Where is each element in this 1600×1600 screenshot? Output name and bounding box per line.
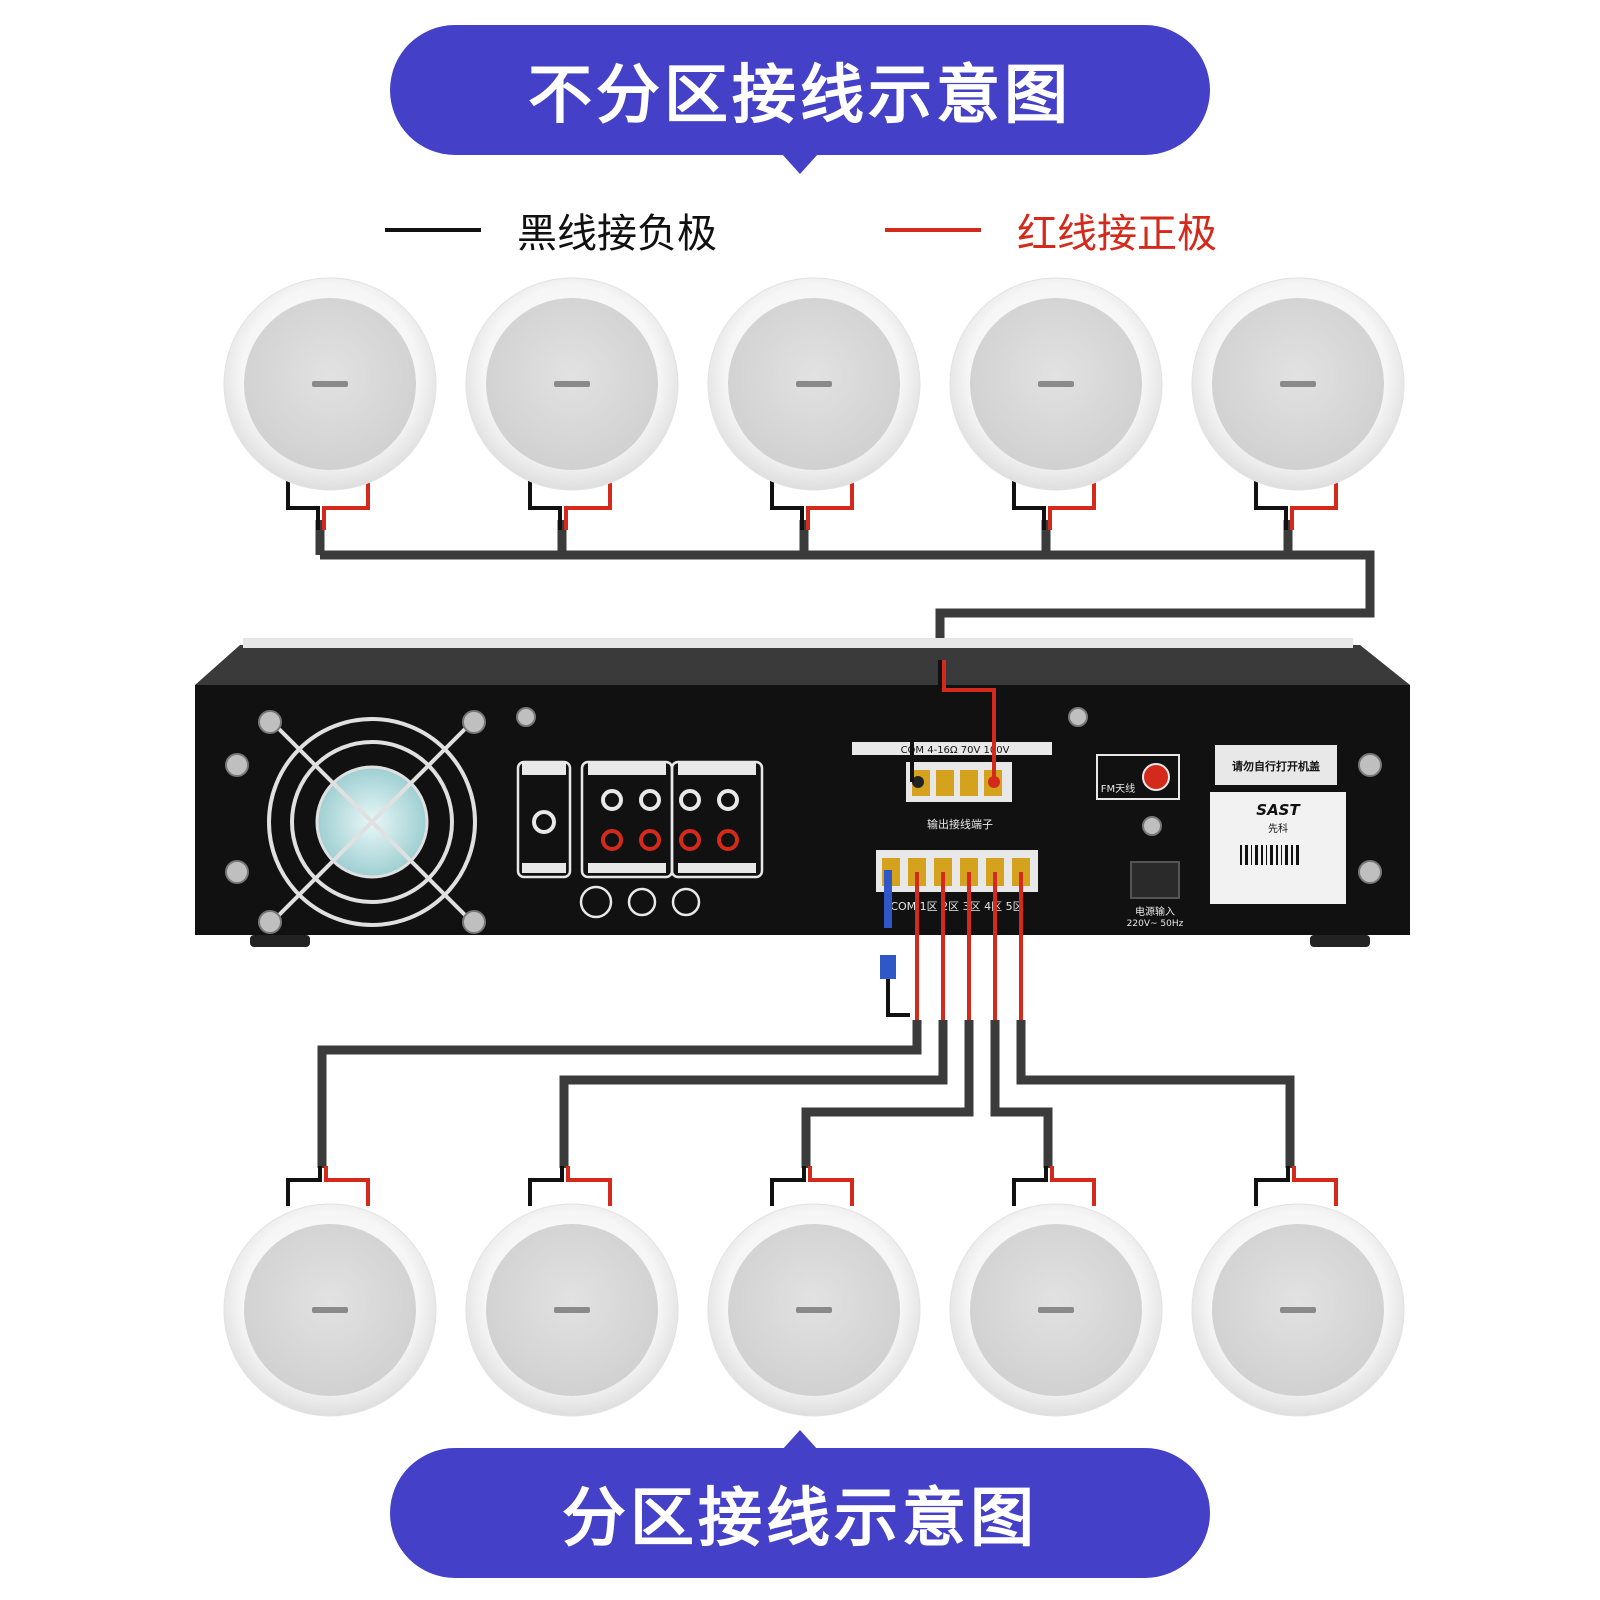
- top-ceiling-speaker-3: [707, 277, 921, 491]
- bottom-ceiling-speaker-1: [223, 1203, 437, 1417]
- bottom-red-lead-3: [808, 1166, 854, 1206]
- zone-cable-2: [559, 1020, 948, 1168]
- fm-antenna-jack: [1142, 763, 1170, 791]
- amp-foot-right: [1310, 935, 1370, 947]
- bottom-ceiling-speaker-3: [707, 1203, 921, 1417]
- bottom-ceiling-speaker-4: [949, 1203, 1163, 1417]
- bottom-ceiling-speaker-2: [465, 1203, 679, 1417]
- bottom-black-lead-2: [528, 1166, 564, 1206]
- warning-label: 请勿自行打开机盖: [1232, 759, 1320, 773]
- zone-red-leads: [915, 872, 1023, 1020]
- power-input-label: 电源输入: [1135, 905, 1175, 918]
- output-spec-label: COM 4-16Ω 70V 100V: [901, 745, 1010, 756]
- cooling-fan: [258, 710, 486, 934]
- power-socket: [1130, 861, 1180, 899]
- bottom-red-lead-5: [1292, 1166, 1338, 1206]
- zone-leads-from-terminals: [880, 870, 910, 1017]
- legend-red-label: 红线接正极: [1017, 211, 1217, 257]
- legend-red-wire: 红线接正极: [885, 205, 1217, 257]
- lower-terminal-block: [876, 850, 1038, 892]
- top-ceiling-speaker-1: [223, 277, 437, 491]
- fm-antenna-panel: [1096, 754, 1180, 800]
- ground-screw: [1142, 816, 1162, 836]
- top-black-lead-2: [528, 478, 562, 530]
- non-zoned-title-banner: 不分区接线示意图: [390, 25, 1210, 155]
- terminal-title: 输出接线端子: [927, 817, 993, 831]
- top-ceiling-speaker-5: [1191, 277, 1405, 491]
- amp-foot-left: [250, 935, 310, 947]
- zones-label: COM 1区 2区 3区 4区 5区: [890, 900, 1023, 913]
- fm-antenna-label: FM天线: [1101, 782, 1135, 795]
- top-speaker-row: [223, 277, 1405, 491]
- zoned-title-banner: 分区接线示意图: [390, 1448, 1210, 1578]
- banner-pointer-up: [782, 1430, 818, 1450]
- bottom-ceiling-speaker-5: [1191, 1203, 1405, 1417]
- top-black-lead-5: [1254, 478, 1288, 530]
- barcode: [1240, 845, 1299, 865]
- bottom-black-lead-1: [286, 1166, 322, 1206]
- top-black-lead-3: [770, 478, 804, 530]
- top-input-leads: [910, 660, 996, 782]
- zone-cable-3: [801, 1020, 974, 1168]
- top-speaker-leads: [286, 478, 1338, 530]
- bottom-black-lead-5: [1254, 1166, 1290, 1206]
- red-wire-swatch: [885, 228, 981, 232]
- top-black-lead-1: [286, 478, 320, 530]
- amp-top-edge: [243, 638, 1353, 648]
- bottom-black-lead-3: [770, 1166, 806, 1206]
- amp-top-bevel: [195, 645, 1410, 685]
- banner-pointer: [782, 154, 818, 174]
- bottom-red-lead-1: [324, 1166, 370, 1206]
- bottom-speaker-row: [223, 1203, 1405, 1417]
- brand-cn-label: 先科: [1268, 822, 1288, 835]
- warning-label-panel: [1215, 745, 1337, 785]
- output-spec-strip: [852, 742, 1052, 755]
- panel-screws: [225, 707, 1382, 884]
- top-black-lead-4: [1012, 478, 1046, 530]
- bottom-red-lead-4: [1050, 1166, 1096, 1206]
- top-ceiling-speaker-2: [465, 277, 679, 491]
- zone-cable-5: [1016, 1020, 1295, 1168]
- input-jack-panel: [516, 760, 764, 919]
- zone-cable-4: [990, 1020, 1053, 1168]
- zone-cables: [317, 1020, 1295, 1168]
- top-red-lead-4: [1048, 478, 1096, 530]
- top-red-lead-2: [564, 478, 612, 530]
- black-wire-swatch: [385, 228, 481, 232]
- legend-black-label: 黑线接负极: [517, 211, 717, 257]
- power-spec-label: 220V~ 50Hz: [1127, 919, 1184, 929]
- legend-black-wire: 黑线接负极: [385, 205, 717, 257]
- bottom-black-lead-4: [1012, 1166, 1048, 1206]
- top-ceiling-speaker-4: [949, 277, 1163, 491]
- amplifier-rear-panel: COM 4-16Ω 70V 100V 输出接线端子: [195, 638, 1410, 947]
- top-red-lead-3: [806, 478, 854, 530]
- top-red-lead-5: [1290, 478, 1338, 530]
- brand-logo: SAST: [1256, 801, 1301, 819]
- top-red-lead-1: [322, 478, 370, 530]
- zone-cable-1: [317, 1020, 922, 1168]
- bottom-speaker-leads: [286, 1166, 1338, 1206]
- bottom-red-lead-2: [566, 1166, 612, 1206]
